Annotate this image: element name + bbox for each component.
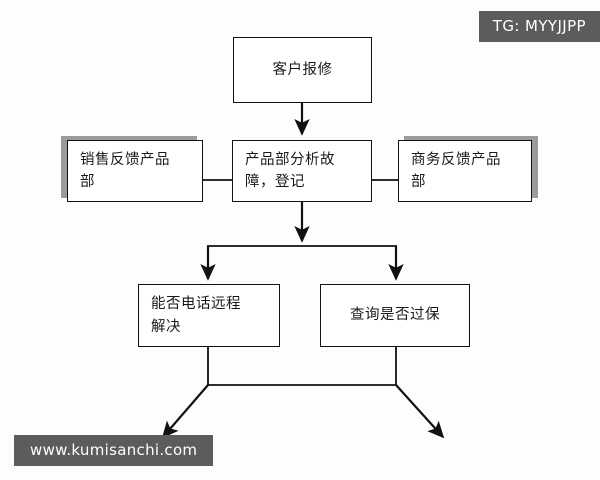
node-business-feedback[interactable]: 商务反馈产品 部 [398, 140, 532, 202]
node-sales-feedback[interactable]: 销售反馈产品 部 [67, 140, 203, 202]
edge-exit-right [395, 384, 445, 439]
node-product-dept-analysis[interactable]: 产品部分析故 障，登记 [232, 140, 372, 202]
node-remote-phone-resolution[interactable]: 能否电话远程 解决 [138, 284, 280, 347]
edge-exit-left [161, 384, 209, 439]
node-label: 销售反馈产品 部 [80, 151, 170, 190]
node-label: 能否电话远程 解决 [151, 296, 241, 335]
node-label: 客户报修 [272, 61, 333, 78]
node-warranty-check[interactable]: 查询是否过保 [320, 284, 470, 347]
edge-split-to-lower-row [200, 245, 404, 281]
node-label: 产品部分析故 障，登记 [245, 151, 335, 190]
node-customer-report[interactable]: 客户报修 [233, 37, 372, 103]
watermark: www.kumisanchi.com [14, 435, 214, 466]
corner-badge: TG: MYYJJPP [478, 11, 600, 42]
node-label: 查询是否过保 [350, 307, 440, 324]
node-label: 商务反馈产品 部 [411, 151, 501, 190]
edge-lower-row-to-merge [207, 347, 397, 386]
